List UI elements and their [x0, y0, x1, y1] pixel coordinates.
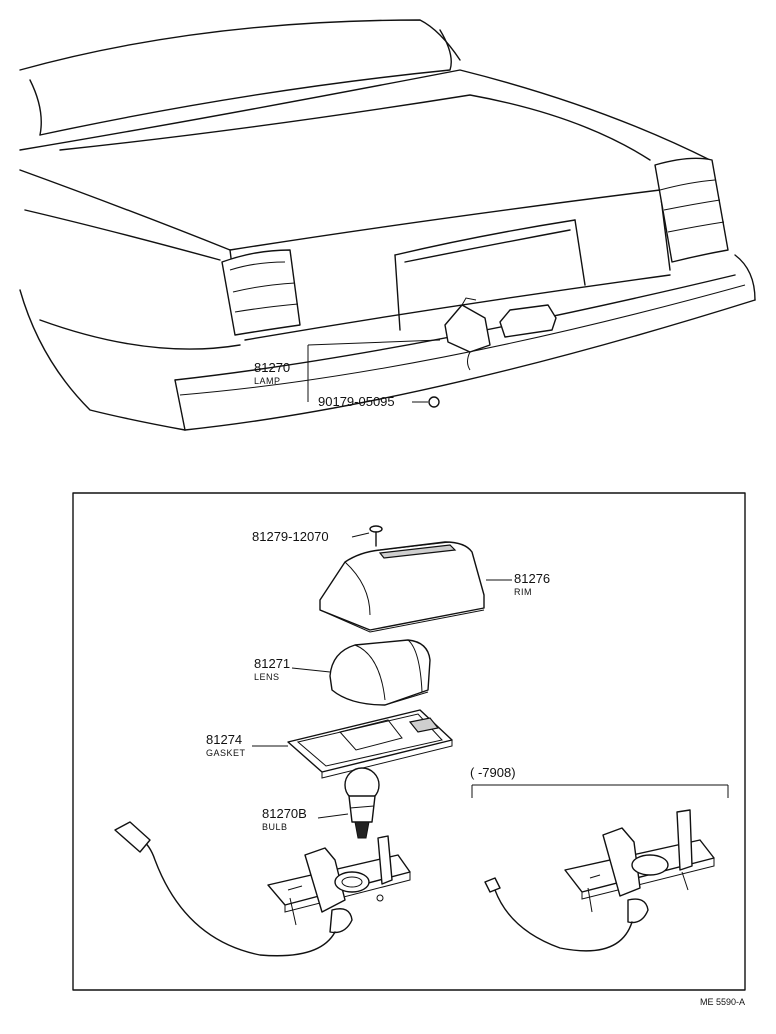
- variant-bracket: [471, 784, 729, 798]
- lens-part: [329, 639, 431, 706]
- screw-leader: [351, 532, 370, 538]
- gasket-part: [287, 709, 453, 779]
- exploded-view-frame: [72, 492, 746, 991]
- bulb-part: [344, 767, 380, 839]
- nut-part-number: 90179-05095: [318, 394, 395, 409]
- rim-part: [319, 541, 485, 633]
- bulb-leader: [317, 813, 349, 819]
- bulb-part-name: BULB: [262, 822, 288, 832]
- rim-part-name: RIM: [514, 587, 532, 597]
- gasket-part-number: 81274: [206, 732, 242, 747]
- screw-part: [369, 525, 383, 547]
- rim-part-number: 81276: [514, 571, 550, 586]
- lamp-assy-part-number: 81270: [254, 360, 290, 375]
- car-rear-illustration: [19, 19, 756, 431]
- lens-part-name: LENS: [254, 672, 280, 682]
- bulb-part-number: 81270B: [262, 806, 307, 821]
- lens-part-number: 81271: [254, 656, 290, 671]
- figure-reference: ME 5590-A: [700, 997, 745, 1007]
- lens-leader: [291, 667, 331, 673]
- lamp-housing-part: [114, 821, 411, 957]
- lamp-housing-variant-part: [484, 809, 715, 952]
- gasket-part-name: GASKET: [206, 748, 246, 758]
- upper-leader-lines: [307, 339, 441, 403]
- variant-range-label: ( -7908): [470, 765, 516, 780]
- screw-part-number: 81279-12070: [252, 529, 329, 544]
- lamp-assy-part-name: LAMP: [254, 376, 281, 386]
